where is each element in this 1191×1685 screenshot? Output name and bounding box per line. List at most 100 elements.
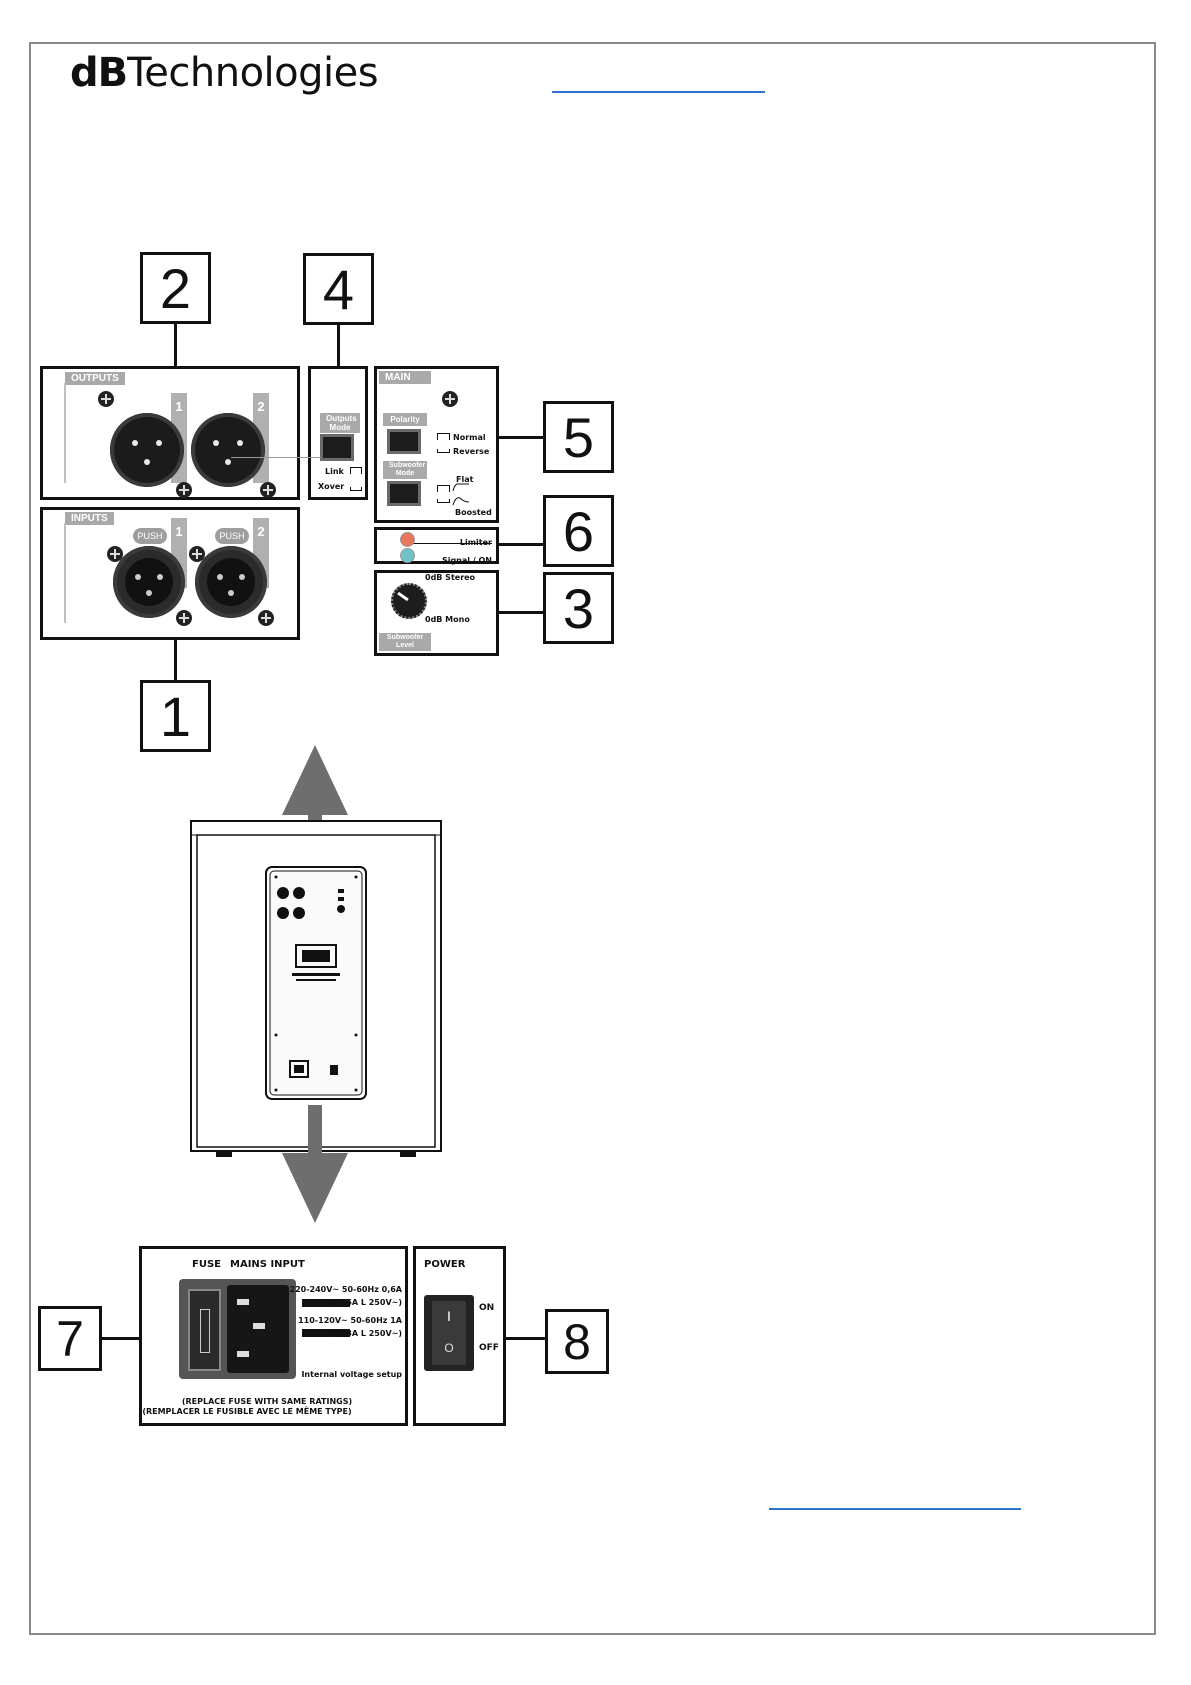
screw-icon [189,546,205,562]
subwoofer-level-panel: 0dB Stereo 0dB Mono Subwoofer Level [374,570,499,656]
inputs-title: INPUTS [65,512,114,525]
callout-6-leader [499,543,544,546]
outputs-mode-label: Outputs Mode [320,413,360,433]
logo-db: dB [70,50,128,96]
fuse-holder[interactable] [188,1289,221,1371]
switch-up-icon [437,433,450,440]
callout-7-leader [102,1337,140,1340]
main-title: MAIN [379,371,431,384]
logo-technologies: Technologies [127,50,379,96]
callout-1-leader [174,640,177,681]
polarity-button[interactable] [387,429,421,454]
stereo-label: 0dB Stereo [425,573,476,582]
callout-2: 2 [140,252,211,324]
switch-down-icon [437,449,450,453]
limiter-row: Limiter [402,532,492,547]
signal-row: Signal / ON [402,550,492,565]
screw-icon [176,610,192,626]
inputs-ch1-label: 1 [175,524,183,539]
fuse-220-rating: (T3,15A L 250V~) [323,1298,402,1307]
voltage-marker-1 [302,1299,350,1307]
limiter-label: Limiter [459,538,492,547]
input-2-xlr-jack[interactable] [195,546,267,618]
outputs-guide [64,383,66,483]
callout-4: 4 [303,253,374,325]
voltage-110-label: 110-120V~ 50-60Hz 1A [298,1316,402,1325]
xover-label: Xover [318,482,345,491]
power-switch[interactable]: I O [424,1295,474,1371]
fuse-110-rating: (T6,3A L 250V~) [328,1329,402,1338]
subwoofer-mode-button[interactable] [387,481,421,506]
callout-5-leader [499,436,544,439]
arrow-up-icon [282,745,348,815]
switch-down-icon [437,499,450,503]
power-on-symbol: I [447,1308,451,1324]
callout-3: 3 [543,572,614,644]
push-latch-1[interactable]: PUSH [133,528,167,544]
power-panel: POWER I O ON OFF [413,1246,506,1426]
outputs-mode-panel: Outputs Mode Link Xover [308,366,368,500]
screw-icon [442,391,458,407]
inputs-panel: INPUTS 1 2 PUSH PUSH [40,507,300,640]
fuse-label: FUSE [192,1259,221,1270]
flat-curve-icon [452,483,469,492]
subwoofer-level-knob[interactable] [391,583,427,619]
callout-4-leader [337,325,340,368]
output-2-xlr-jack[interactable] [191,413,265,487]
normal-label: Normal [453,433,486,442]
boosted-label: Boosted [455,508,492,517]
output-1-xlr-jack[interactable] [110,413,184,487]
screw-icon [107,546,123,562]
off-label: OFF [479,1343,499,1353]
replace-fuse-fr: (REMPLACER LE FUSIBLE AVEC LE MÊME TYPE) [142,1407,352,1416]
signal-on-label: Signal / ON [441,556,492,565]
screw-icon [98,391,114,407]
internal-voltage-label: Internal voltage setup [301,1370,402,1379]
callout-8: 8 [545,1309,609,1374]
reverse-label: Reverse [453,447,490,456]
callout-8-leader [506,1337,546,1340]
mains-panel: FUSE MAINS INPUT 220-240V~ 50-60Hz 0,6A … [139,1246,408,1426]
boosted-curve-icon [452,497,470,506]
switch-up-icon [437,485,450,492]
replace-fuse-en: (REPLACE FUSE WITH SAME RATINGS) [181,1397,353,1406]
callout-2-leader [174,324,177,368]
link-label: Link [325,467,344,476]
voltage-marker-2 [302,1329,350,1337]
outputs-ch1-label: 1 [175,399,183,414]
power-title: POWER [424,1259,466,1270]
voltage-220-label: 220-240V~ 50-60Hz 0,6A [289,1285,402,1294]
polarity-label: Polarity [383,413,427,426]
signal-led [400,548,415,563]
subwoofer-rear-illustration [190,745,442,1223]
screw-icon [176,482,192,498]
callout-1: 1 [140,680,211,752]
footer-link-underline[interactable] [769,1508,1021,1510]
switch-up-icon [350,467,362,474]
screw-icon [258,610,274,626]
outputs-mode-button[interactable] [320,434,354,461]
flat-label: Flat [456,475,474,484]
mains-input-socket[interactable] [227,1285,289,1373]
arrow-down-icon [282,1153,348,1223]
callout-6: 6 [543,495,614,567]
callout-5: 5 [543,401,614,473]
brand-logo: dB Technologies [70,50,379,100]
outputs-ch2-label: 2 [257,399,265,414]
mono-label: 0dB Mono [425,615,470,624]
main-panel: MAIN Polarity Normal Reverse Subwoofer M… [374,366,499,523]
input-1-xlr-jack[interactable] [113,546,185,618]
outputs-title: OUTPUTS [65,372,125,385]
push-latch-2[interactable]: PUSH [215,528,249,544]
subwoofer-mode-label: Subwoofer Mode [383,461,427,479]
screw-icon [260,482,276,498]
callout-3-leader [499,611,544,614]
limiter-led [400,532,415,547]
header-link-underline[interactable] [552,91,765,93]
link-guide-line [231,457,321,458]
callout-7: 7 [38,1306,102,1371]
on-label: ON [479,1303,495,1313]
inputs-guide [64,523,66,623]
page-border [29,42,1156,1635]
power-off-symbol: O [444,1341,454,1355]
